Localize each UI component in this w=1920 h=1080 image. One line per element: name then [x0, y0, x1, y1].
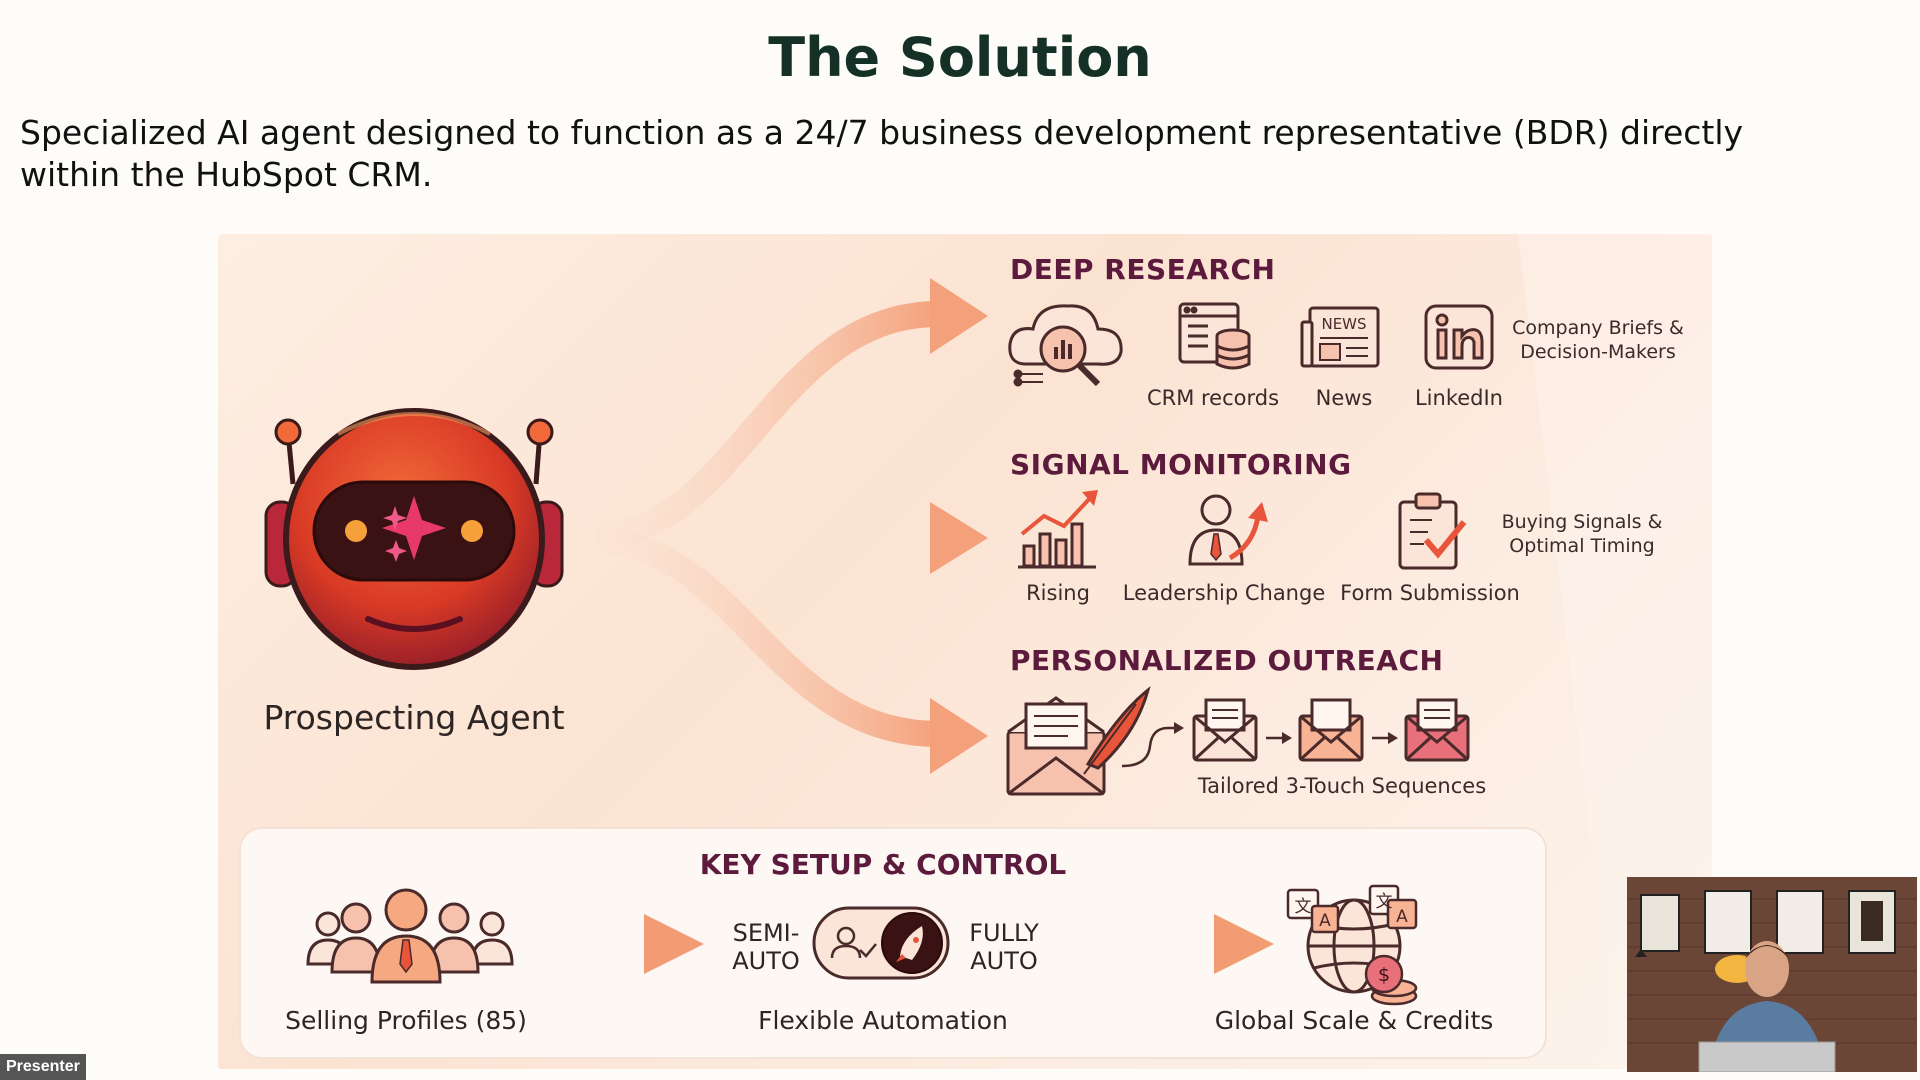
flow-arrows: [608, 278, 988, 774]
news-badge-text: NEWS: [1321, 315, 1366, 333]
outreach-title: PERSONALIZED OUTREACH: [1010, 644, 1443, 677]
envelope-icon-2: [1300, 700, 1362, 760]
infographic-svg: Prospecting Agent DEEP RESEARCH CRM reco…: [218, 234, 1712, 1069]
flexible-automation-label: Flexible Automation: [758, 1006, 1008, 1035]
lang-glyph-1: 文: [1295, 897, 1312, 917]
slide-subtitle: Specialized AI agent designed to functio…: [20, 112, 1800, 196]
presenter-video-frame: [1627, 877, 1917, 1072]
selling-profiles-label: Selling Profiles (85): [285, 1006, 527, 1035]
arrowhead-outreach: [930, 698, 988, 774]
signal-note-line1: Buying Signals &: [1502, 511, 1663, 533]
global-scale-label: Global Scale & Credits: [1215, 1006, 1494, 1035]
fully-auto-line1: FULLY: [969, 919, 1039, 947]
laptop: [1699, 1042, 1835, 1072]
presenter-face: [1745, 941, 1789, 997]
research-note-line2: Decision-Makers: [1520, 341, 1676, 363]
signal-item-rising: Rising: [1026, 581, 1090, 605]
semi-auto-line1: SEMI-: [733, 919, 800, 947]
arrow-to-research: [608, 314, 938, 534]
semi-auto-line2: AUTO: [732, 947, 800, 975]
fully-auto-line2: AUTO: [970, 947, 1038, 975]
research-item-news: News: [1316, 386, 1373, 410]
envelope-icon-3: [1406, 700, 1468, 760]
research-item-crm: CRM records: [1147, 386, 1279, 410]
lang-glyph-3: 文: [1376, 892, 1393, 912]
arrowhead-research: [930, 278, 988, 354]
outreach-arrowhead-3: [1388, 732, 1398, 744]
robot-icon: [266, 411, 562, 667]
signal-note-line2: Optimal Timing: [1509, 535, 1654, 557]
research-item-linkedin: LinkedIn: [1415, 386, 1503, 410]
wall-frame-2: [1705, 891, 1751, 953]
wall-frame-1: [1641, 895, 1679, 951]
research-note-line1: Company Briefs &: [1512, 317, 1684, 339]
currency-glyph: $: [1378, 964, 1390, 986]
arrowhead-signals: [930, 502, 988, 574]
slide-title: The Solution: [0, 26, 1920, 89]
deep-research-title: DEEP RESEARCH: [1010, 253, 1275, 286]
linkedin-icon: [1426, 306, 1492, 368]
infographic: Prospecting Agent DEEP RESEARCH CRM reco…: [218, 234, 1712, 1069]
outreach-connector-1: [1122, 728, 1176, 766]
signal-monitoring-title: SIGNAL MONITORING: [1010, 448, 1352, 481]
signal-item-form: Form Submission: [1340, 581, 1520, 605]
outreach-caption: Tailored 3-Touch Sequences: [1197, 774, 1486, 798]
presenter-tag: Presenter: [0, 1054, 86, 1080]
wall-frame-4-art: [1861, 901, 1883, 941]
envelope-icon-1: [1194, 700, 1256, 760]
lang-glyph-2: A: [1319, 911, 1331, 931]
leadership-change-icon: [1190, 496, 1268, 564]
cloud-search-icon: [1010, 306, 1121, 385]
automation-toggle[interactable]: [814, 908, 948, 978]
key-setup-title: KEY SETUP & CONTROL: [700, 848, 1067, 881]
wall-frame-3: [1777, 891, 1823, 953]
outreach-arrowhead-2: [1282, 732, 1292, 744]
arrow-to-outreach: [608, 542, 938, 734]
signal-item-leadership: Leadership Change: [1123, 581, 1326, 605]
presenter-video[interactable]: [1627, 877, 1917, 1072]
crm-records-icon: [1180, 304, 1249, 368]
outreach-arrowhead-1: [1174, 722, 1184, 734]
rising-chart-icon: [1018, 490, 1098, 567]
lang-glyph-4: A: [1396, 907, 1408, 927]
agent-label: Prospecting Agent: [263, 698, 564, 737]
form-submission-icon: [1400, 494, 1464, 568]
envelope-quill-icon: [1008, 690, 1148, 794]
